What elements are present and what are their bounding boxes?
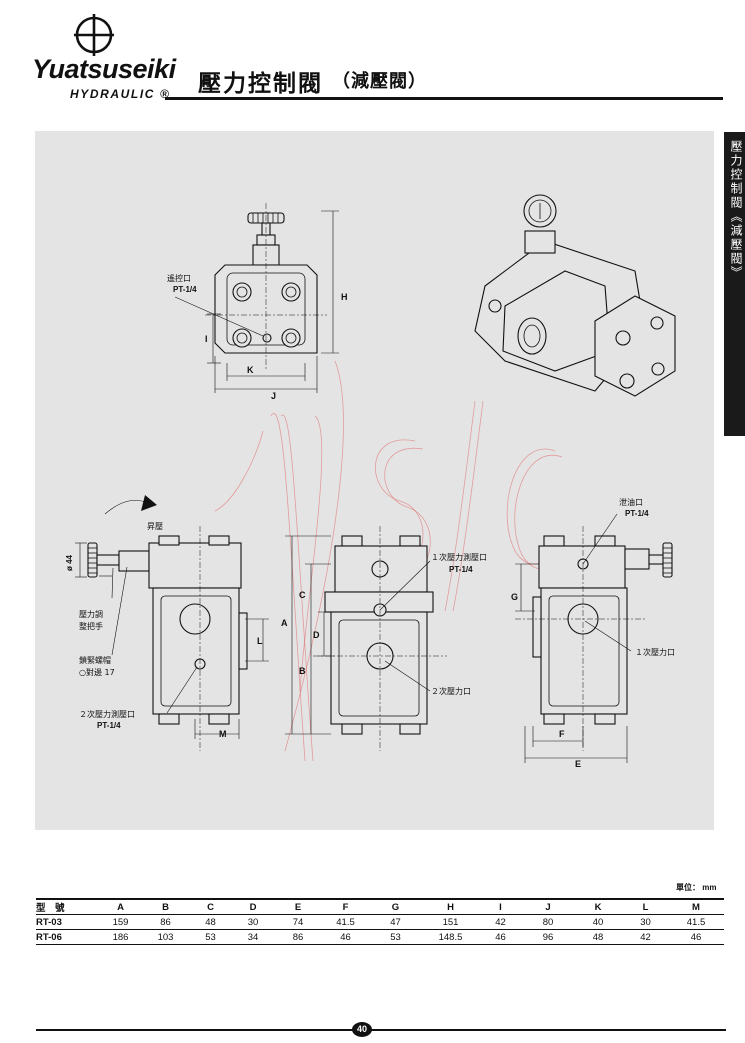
table-cell: 34 xyxy=(247,931,259,943)
table-header-cell: E xyxy=(294,901,302,913)
table-cell: 148.5 xyxy=(438,931,463,943)
table-cell: 46 xyxy=(690,931,702,943)
primary-port-label: １次壓力口 xyxy=(635,648,675,657)
table-row: RT-03 159 86 48 30 74 41.5 47 151 42 80 … xyxy=(36,915,724,930)
secondary-port-label: ２次壓力口 xyxy=(431,687,471,696)
table-cell: 47 xyxy=(390,916,401,928)
table-header-row: 型 號 A B C D E F G H I J K L M xyxy=(36,900,724,915)
table-header-cell: A xyxy=(117,901,124,913)
spec-table: 型 號 A B C D E F G H I J K L M RT-03 159 … xyxy=(36,900,724,945)
table-cell: 74 xyxy=(292,916,304,928)
table-cell: 86 xyxy=(160,916,171,928)
technical-drawing: .o { fill:#e4e4e4; stroke:#111; stroke-w… xyxy=(75,194,676,763)
secondary-gauge-left-label: ２次壓力測壓口 xyxy=(79,710,135,719)
left-side-view-drawing xyxy=(75,495,269,751)
dim-K: K xyxy=(247,365,254,375)
table-cell: 80 xyxy=(542,916,554,928)
spec-table-wrap: 型 號 A B C D E F G H I J K L M RT-03 159 … xyxy=(36,898,724,945)
table-header-cell: F xyxy=(342,901,349,913)
lock-nut-label-1: 鎖緊螺帽 xyxy=(79,656,111,665)
page-subtitle: （減壓閥） xyxy=(332,71,427,92)
product-illustration xyxy=(474,194,676,397)
dim-E: E xyxy=(575,759,582,769)
right-side-view-drawing xyxy=(515,513,673,763)
table-cell: 48 xyxy=(205,916,216,928)
adjust-handle-label-2: 整把手 xyxy=(79,622,103,631)
raise-label: 昇壓 xyxy=(147,522,163,531)
sidebar-tab: 壓力控制閥《減壓閥》 xyxy=(724,132,745,436)
table-cell: 53 xyxy=(205,931,216,943)
table-cell: 46 xyxy=(495,931,506,943)
table-header-cell: M xyxy=(692,901,700,913)
table-header-cell: H xyxy=(447,901,454,913)
primary-gauge-label: １次壓力測壓口 xyxy=(431,553,487,562)
top-view-drawing xyxy=(174,203,339,393)
table-cell: 30 xyxy=(640,916,651,928)
remote-port-thread: PT-1/4 xyxy=(173,285,197,294)
table-cell-model: RT-03 xyxy=(36,916,62,928)
table-cell: 103 xyxy=(157,931,174,943)
logo-mark-icon xyxy=(74,14,114,56)
table-cell: 30 xyxy=(247,916,259,928)
dim-F: F xyxy=(559,729,565,739)
table-header-model: 型 號 xyxy=(36,903,65,914)
unit-label: 單位： mm xyxy=(676,883,717,892)
table-cell: 53 xyxy=(390,931,401,943)
dim-A: A xyxy=(281,618,288,628)
brand-sub: HYDRAULIC ® xyxy=(70,87,171,101)
table-cell: 86 xyxy=(292,931,304,943)
dim-M: M xyxy=(219,729,227,739)
dim-J: J xyxy=(271,391,277,401)
table-cell: 96 xyxy=(542,931,554,943)
dim-L: L xyxy=(257,636,263,646)
lock-nut-label-2: ○對邊 17 xyxy=(79,668,115,677)
adjust-handle-label-1: 壓力調 xyxy=(79,610,103,619)
page-title: 壓力控制閥 xyxy=(198,71,323,97)
table-header-cell: D xyxy=(249,901,257,913)
table-cell: 48 xyxy=(592,931,604,943)
table-header-cell: B xyxy=(162,901,169,913)
table-cell: 41.5 xyxy=(336,916,355,928)
table-header-cell: K xyxy=(594,901,602,913)
table-header-cell: I xyxy=(499,901,502,913)
table-row: RT-06 186 103 53 34 86 46 53 148.5 46 96… xyxy=(36,930,724,945)
dim-B: B xyxy=(299,666,306,676)
drain-port-thread: PT-1/4 xyxy=(625,509,649,518)
table-cell-model: RT-06 xyxy=(36,931,62,943)
page-number: 40 xyxy=(352,1022,372,1037)
brand-logo: Yuatsuseiki HYDRAULIC ® xyxy=(30,8,190,108)
table-cell: 41.5 xyxy=(686,916,706,928)
header-rule xyxy=(165,97,723,100)
secondary-gauge-left-thread: PT-1/4 xyxy=(97,721,121,730)
table-cell: 159 xyxy=(112,916,129,928)
knob-diameter-label: ø 44 xyxy=(65,554,74,571)
dim-H: H xyxy=(341,292,348,302)
spec-table-top-rule xyxy=(36,898,724,900)
remote-port-label: 遙控口 xyxy=(167,274,191,283)
table-cell: 42 xyxy=(495,916,506,928)
drawing-panel: .o { fill:#e4e4e4; stroke:#111; stroke-w… xyxy=(35,131,714,830)
table-header-cell: J xyxy=(545,901,551,913)
table-header-cell: G xyxy=(391,901,400,913)
dim-I: I xyxy=(205,334,208,344)
brand-name: Yuatsuseiki xyxy=(32,54,176,84)
drain-port-label: 泄油口 xyxy=(619,498,643,507)
table-cell: 46 xyxy=(340,931,351,943)
dim-G: G xyxy=(511,592,519,602)
table-cell: 40 xyxy=(592,916,604,928)
table-header-cell: L xyxy=(642,901,649,913)
table-cell: 42 xyxy=(640,931,651,943)
dim-D: D xyxy=(313,630,320,640)
dim-C: C xyxy=(299,590,306,600)
footer-rule xyxy=(36,1029,726,1031)
table-header-cell: C xyxy=(207,901,214,913)
table-cell: 186 xyxy=(112,931,129,943)
front-view-drawing xyxy=(285,526,447,751)
primary-gauge-thread: PT-1/4 xyxy=(449,565,473,574)
table-cell: 151 xyxy=(442,916,459,928)
